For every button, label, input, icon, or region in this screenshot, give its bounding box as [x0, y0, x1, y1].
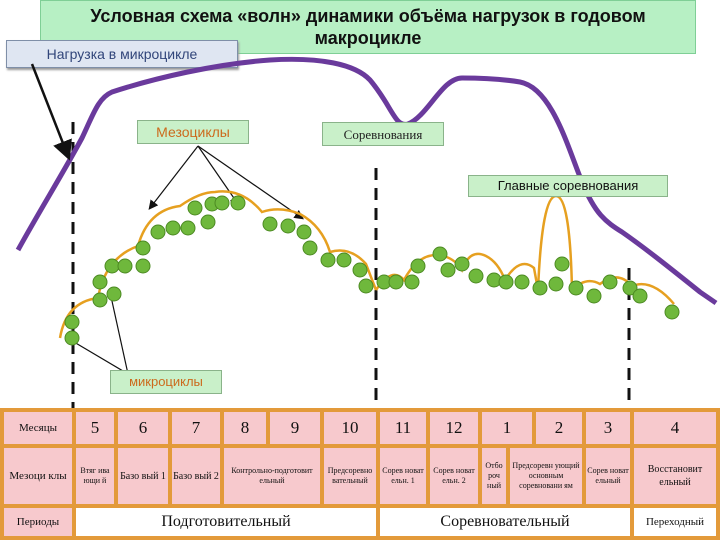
month-cell: 3 — [586, 412, 630, 444]
period-competitive: Соревновательный — [380, 508, 630, 536]
main-competition-peak — [536, 194, 574, 291]
mesocycle-cell: Предсоревн ующий основным соревновани ям — [510, 448, 582, 504]
month-cell: 10 — [324, 412, 376, 444]
month-cell: 1 — [482, 412, 532, 444]
mesocycle-arrow-2 — [197, 145, 240, 206]
mesocycle-arrow-1 — [148, 145, 199, 210]
row-header-months: Месяцы — [4, 412, 72, 444]
mesocycle-cell: Контрольно-подготовит ельный — [224, 448, 320, 504]
microcycle-arrow-1 — [73, 341, 129, 375]
month-cell: 5 — [76, 412, 114, 444]
mesocycle-cell: Сорев новат ельн. 1 — [380, 448, 426, 504]
period-preparatory: Подготовительный — [76, 508, 376, 536]
month-cell: 4 — [634, 412, 716, 444]
load-in-microcycle-label: Нагрузка в микроцикле — [6, 40, 238, 68]
mesocycle-cell: Предсоревно вательный — [324, 448, 376, 504]
month-cell: 12 — [430, 412, 478, 444]
mesocycle-cell: Отбо роч ный — [482, 448, 506, 504]
mesocycle-cell: Базо вый 1 — [118, 448, 168, 504]
load-waves-diagram — [15, 56, 718, 410]
mesocycle-cell: Восстановит ельный — [634, 448, 716, 504]
competitions-label: Соревнования — [322, 122, 444, 146]
row-header-mesocycles: Мезоци клы — [4, 448, 72, 504]
microcycles-label: микроциклы — [110, 370, 222, 394]
month-cell: 9 — [270, 412, 320, 444]
periodization-table: Месяцы Мезоци клы Периоды 5 6 7 8 9 10 1… — [0, 408, 720, 540]
row-header-periods: Периоды — [4, 508, 72, 536]
microcycle-dots — [64, 195, 680, 346]
period-transition: Переходный — [634, 508, 716, 536]
mesocycle-cell: Базо вый 2 — [172, 448, 220, 504]
mesocycle-cell: Втяг ива ющи й — [76, 448, 114, 504]
microcycle-arrow-2 — [109, 291, 129, 375]
month-cell: 6 — [118, 412, 168, 444]
month-cell: 2 — [536, 412, 582, 444]
mesocycle-cell: Сорев новат ельн. 2 — [430, 448, 478, 504]
month-cell: 7 — [172, 412, 220, 444]
mesocycles-label: Мезоциклы — [137, 120, 249, 144]
main-competitions-label: Главные соревнования — [468, 175, 668, 197]
mesocycle-cell: Сорев новат ельный — [586, 448, 630, 504]
mesocycle-arrow-3 — [197, 145, 304, 220]
month-cell: 8 — [224, 412, 266, 444]
load-pointer-arrow — [30, 63, 72, 161]
month-cell: 11 — [380, 412, 426, 444]
